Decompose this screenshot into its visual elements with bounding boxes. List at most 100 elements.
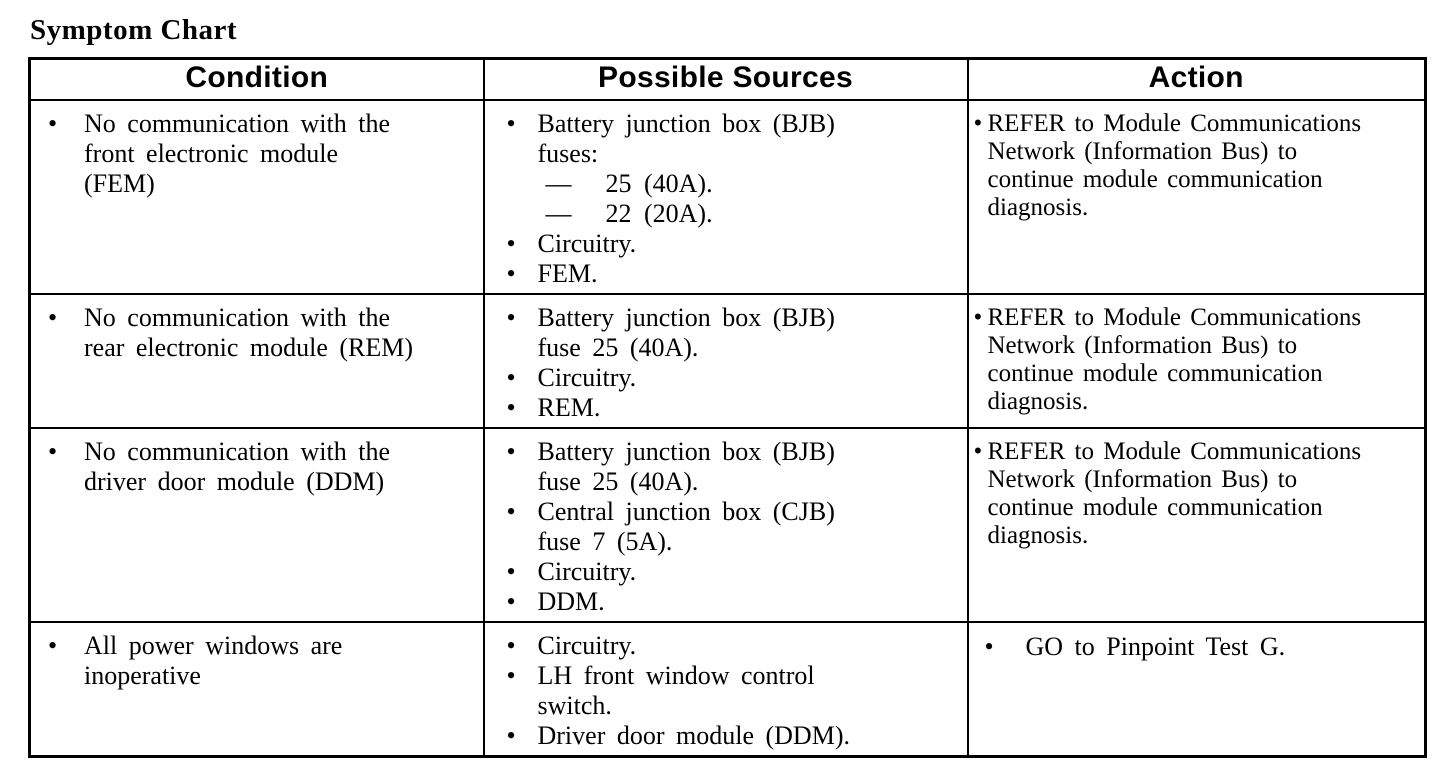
item-body: REFER to Module Communications Network (… bbox=[988, 304, 1362, 416]
bullet-icon: • bbox=[506, 587, 516, 616]
item-text: Driver door module (DDM). bbox=[537, 721, 851, 750]
list-item: • Driver door module (DDM). bbox=[486, 721, 961, 751]
bullet-icon: • bbox=[506, 437, 516, 466]
action-cell: •REFER to Module Communications Network … bbox=[966, 99, 1427, 295]
list-item: • Central junction box (CJB) fuse 7 (5A). bbox=[486, 497, 961, 557]
condition-cell: • No communication with the driver door m… bbox=[28, 427, 485, 623]
symptom-table-body: • No communication with the front electro… bbox=[28, 99, 1427, 758]
action-cell: • GO to Pinpoint Test G. bbox=[966, 621, 1427, 758]
sub-list-item: —25 (40A). bbox=[546, 169, 835, 199]
item-body: REFER to Module Communications Network (… bbox=[988, 438, 1362, 550]
bullet-icon: • bbox=[984, 632, 994, 661]
list-item: • No communication with the rear electron… bbox=[32, 303, 477, 363]
condition-cell: •All power windows are inoperative bbox=[28, 621, 485, 758]
item-text: Central junction box (CJB) fuse 7 (5A). bbox=[537, 497, 835, 556]
list-item: •REFER to Module Communications Network … bbox=[970, 110, 1419, 222]
item-body: Battery junction box (BJB) fuses:—25 (40… bbox=[538, 109, 835, 229]
item-text: Circuitry. bbox=[537, 631, 637, 660]
item-body: No communication with the driver door mo… bbox=[84, 437, 390, 497]
item-text: REFER to Module Communications Network (… bbox=[987, 304, 1362, 415]
list-item: •Circuitry. bbox=[486, 229, 961, 259]
header-condition: Condition bbox=[28, 57, 485, 101]
header-possible-sources: Possible Sources bbox=[482, 57, 969, 101]
page-title: Symptom Chart bbox=[30, 14, 238, 46]
list-item: •REFER to Module Communications Network … bbox=[970, 438, 1419, 550]
item-body: Circuitry. bbox=[538, 631, 637, 661]
item-text: REFER to Module Communications Network (… bbox=[987, 110, 1362, 221]
list-item: • Circuitry. bbox=[486, 557, 961, 587]
list-item: • No communication with the driver door m… bbox=[32, 437, 477, 497]
bullet-icon: • bbox=[48, 303, 58, 332]
sources-cell: • Battery junction box (BJB) fuse 25 (40A… bbox=[482, 427, 969, 623]
item-body: FEM. bbox=[538, 259, 598, 289]
condition-cell: • No communication with the front electro… bbox=[28, 99, 485, 295]
list-item: •FEM. bbox=[486, 259, 961, 289]
bullet-icon: • bbox=[973, 438, 983, 465]
item-text: No communication with the driver door mo… bbox=[84, 437, 391, 496]
list-item: • DDM. bbox=[486, 587, 961, 617]
item-body: No communication with the front electron… bbox=[84, 109, 390, 199]
item-body: Driver door module (DDM). bbox=[538, 721, 851, 751]
list-item: • GO to Pinpoint Test G. bbox=[970, 632, 1419, 662]
bullet-icon: • bbox=[506, 393, 516, 422]
item-text: Battery junction box (BJB) fuse 25 (40A)… bbox=[537, 437, 835, 496]
bullet-icon: • bbox=[48, 437, 58, 466]
condition-cell: • No communication with the rear electron… bbox=[28, 293, 485, 429]
symptom-chart-table: Condition Possible Sources Action • No co… bbox=[28, 57, 1427, 758]
bullet-icon: • bbox=[506, 109, 516, 138]
action-cell: •REFER to Module Communications Network … bbox=[966, 427, 1427, 623]
bullet-icon: • bbox=[506, 229, 516, 258]
sources-cell: • Battery junction box (BJB) fuses:—25 (4… bbox=[482, 99, 969, 295]
item-body: LH front window control switch. bbox=[538, 661, 815, 721]
list-item: •REFER to Module Communications Network … bbox=[970, 304, 1419, 416]
item-text: Battery junction box (BJB) fuse 25 (40A)… bbox=[537, 303, 835, 362]
item-body: Central junction box (CJB) fuse 7 (5A). bbox=[538, 497, 835, 557]
bullet-icon: • bbox=[506, 661, 516, 690]
sources-cell: • Circuitry. • LH front window control swit… bbox=[482, 621, 969, 758]
item-body: DDM. bbox=[538, 587, 605, 617]
item-body: Circuitry. bbox=[538, 363, 637, 393]
table-row: • No communication with the rear electron… bbox=[28, 293, 1427, 429]
action-cell: •REFER to Module Communications Network … bbox=[966, 293, 1427, 429]
item-text: Circuitry. bbox=[537, 557, 637, 586]
header-row: Condition Possible Sources Action bbox=[28, 57, 1427, 101]
item-text: Circuitry. bbox=[537, 363, 637, 392]
item-body: All power windows are inoperative bbox=[84, 631, 342, 691]
list-item: • Battery junction box (BJB) fuses:—25 (4… bbox=[486, 109, 961, 229]
item-text: REM. bbox=[537, 393, 601, 422]
bullet-icon: • bbox=[506, 303, 516, 332]
item-text: LH front window control switch. bbox=[537, 661, 815, 720]
item-body: GO to Pinpoint Test G. bbox=[1026, 632, 1286, 662]
list-item: • Battery junction box (BJB) fuse 25 (40A… bbox=[486, 303, 961, 363]
bullet-icon: • bbox=[506, 557, 516, 586]
item-text: No communication with the rear electroni… bbox=[84, 303, 414, 362]
table-row: • No communication with the driver door m… bbox=[28, 427, 1427, 623]
item-body: Battery junction box (BJB) fuse 25 (40A)… bbox=[538, 437, 835, 497]
list-item: • Circuitry. bbox=[486, 631, 961, 661]
list-item: • Battery junction box (BJB) fuse 25 (40A… bbox=[486, 437, 961, 497]
item-text: GO to Pinpoint Test G. bbox=[1025, 632, 1286, 661]
item-text: All power windows are inoperative bbox=[84, 631, 343, 690]
bullet-icon: • bbox=[506, 721, 516, 750]
list-item: • REM. bbox=[486, 393, 961, 423]
item-body: Circuitry. bbox=[538, 557, 637, 587]
item-text: Battery junction box (BJB) fuses: bbox=[537, 109, 835, 168]
sub-list-item: —22 (20A). bbox=[546, 199, 835, 229]
bullet-icon: • bbox=[506, 497, 516, 526]
item-text: REFER to Module Communications Network (… bbox=[987, 438, 1362, 549]
list-item: • LH front window control switch. bbox=[486, 661, 961, 721]
bullet-icon: • bbox=[48, 109, 58, 138]
bullet-icon: • bbox=[973, 304, 983, 331]
bullet-icon: • bbox=[506, 631, 516, 660]
dash-icon: — bbox=[545, 169, 572, 198]
item-body: REFER to Module Communications Network (… bbox=[988, 110, 1362, 222]
item-body: No communication with the rear electroni… bbox=[84, 303, 413, 363]
dash-icon: — bbox=[545, 199, 572, 228]
table-row: •All power windows are inoperative•Circu… bbox=[28, 621, 1427, 758]
list-item: • No communication with the front electro… bbox=[32, 109, 477, 199]
bullet-icon: • bbox=[973, 110, 983, 137]
header-action: Action bbox=[966, 57, 1427, 101]
item-text: No communication with the front electron… bbox=[84, 109, 391, 198]
item-body: Battery junction box (BJB) fuse 25 (40A)… bbox=[538, 303, 835, 363]
